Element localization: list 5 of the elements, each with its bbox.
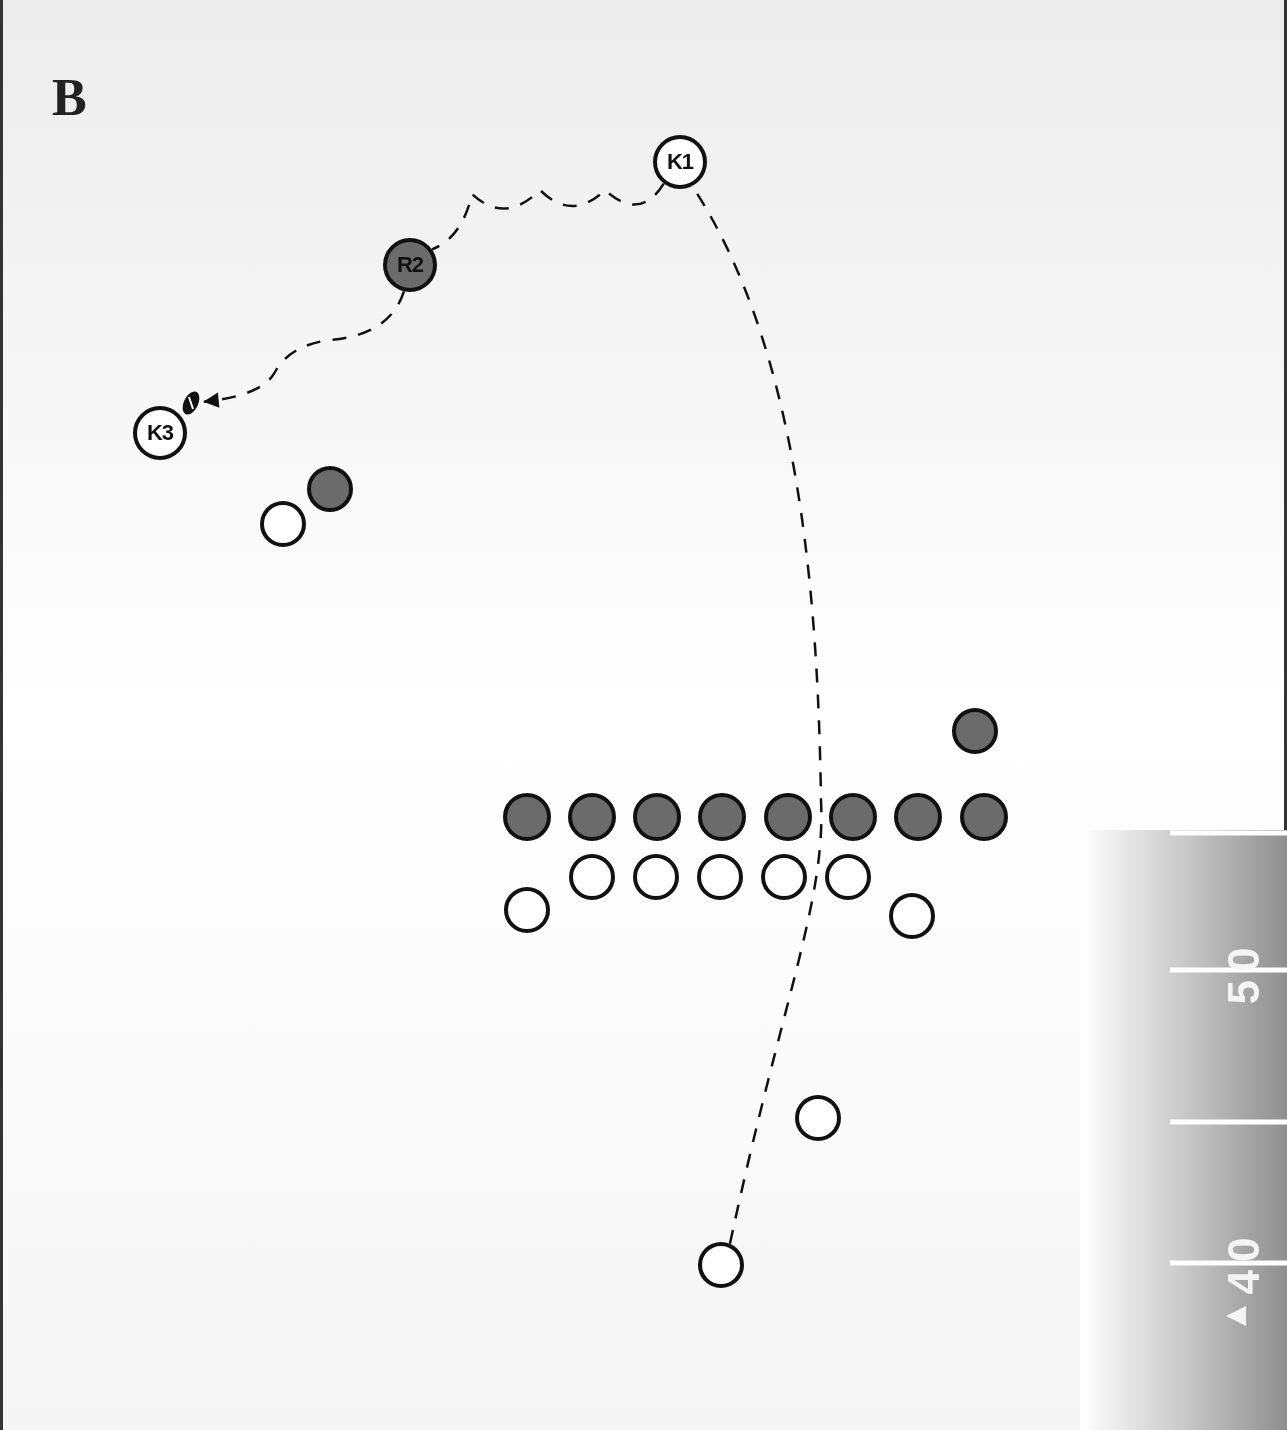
- dashed-arrow: [203, 290, 406, 408]
- yard-number: 50: [1222, 939, 1267, 1005]
- dashed-path: [431, 182, 665, 251]
- panel-letter: B: [52, 72, 87, 124]
- yard-number: 40: [1222, 1229, 1267, 1295]
